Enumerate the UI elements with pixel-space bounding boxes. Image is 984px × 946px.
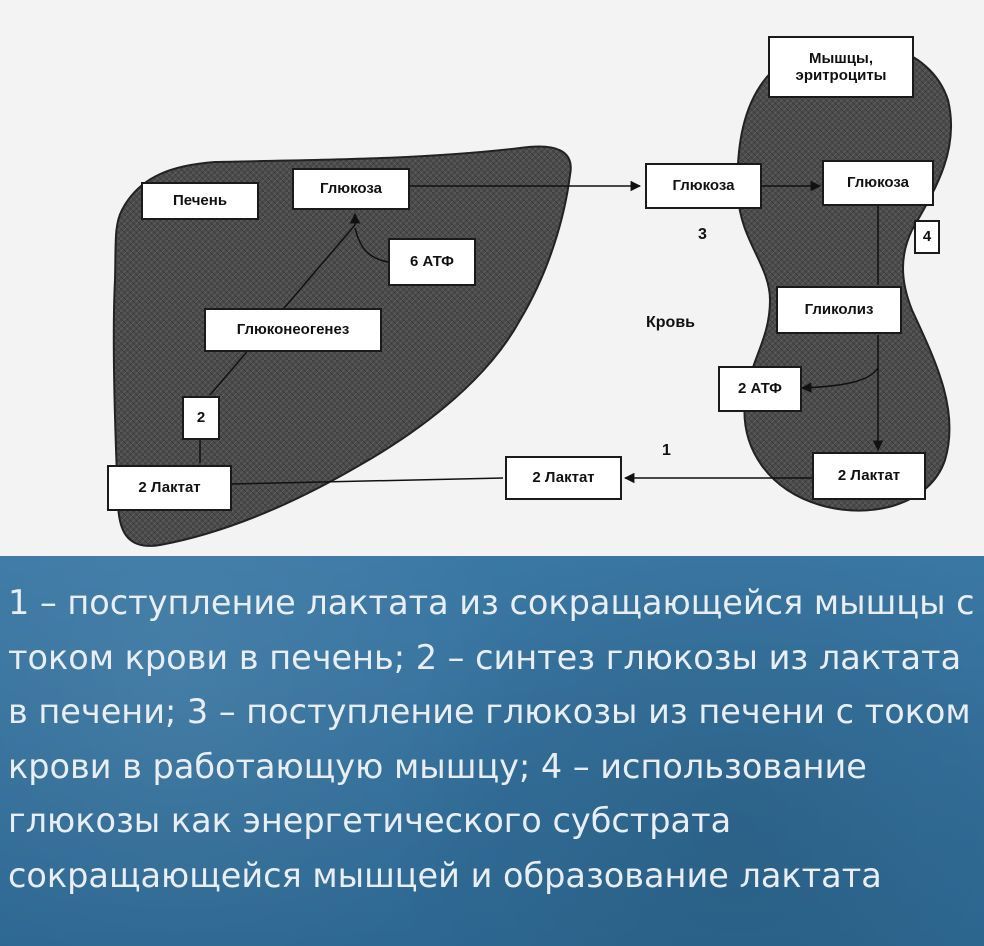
step-3-label: 3 bbox=[698, 226, 707, 243]
atp-consume-curve bbox=[354, 227, 389, 263]
gluconeogenesis-box: Глюконеогенез bbox=[204, 308, 382, 352]
caption-panel: 1 – поступление лактата из сокращающейся… bbox=[0, 556, 984, 946]
muscle-lactate-box: 2 Лактат bbox=[812, 452, 926, 500]
blood-label: Кровь bbox=[646, 314, 695, 331]
arrow-lactate-to-liver bbox=[231, 477, 504, 485]
step-2-box: 2 bbox=[182, 396, 220, 440]
glycolysis-box: Гликолиз bbox=[776, 286, 902, 334]
muscle-glucose-box: Глюкоза bbox=[822, 160, 934, 206]
muscle-label: Мышцы, эритроциты bbox=[768, 36, 914, 98]
muscle-atp-box: 2 АТФ bbox=[718, 366, 802, 412]
blood-lactate-box: 2 Лактат bbox=[505, 456, 622, 500]
muscle-shape bbox=[736, 41, 953, 512]
step-1-label: 1 bbox=[662, 442, 671, 459]
blood-glucose-box: Глюкоза bbox=[645, 163, 762, 209]
atp-produce-curve bbox=[800, 367, 879, 393]
diagram-area: Печень Глюкоза 6 АТФ Глюконеогенез 2 2 Л… bbox=[107, 36, 953, 547]
liver-label: Печень bbox=[141, 182, 259, 220]
step-4-box: 4 bbox=[914, 220, 940, 254]
caption-text: 1 – поступление лактата из сокращающейся… bbox=[8, 583, 975, 895]
liver-atp-box: 6 АТФ bbox=[388, 238, 476, 286]
liver-lactate-box: 2 Лактат bbox=[107, 465, 232, 511]
liver-glucose-box: Глюкоза bbox=[292, 168, 410, 210]
